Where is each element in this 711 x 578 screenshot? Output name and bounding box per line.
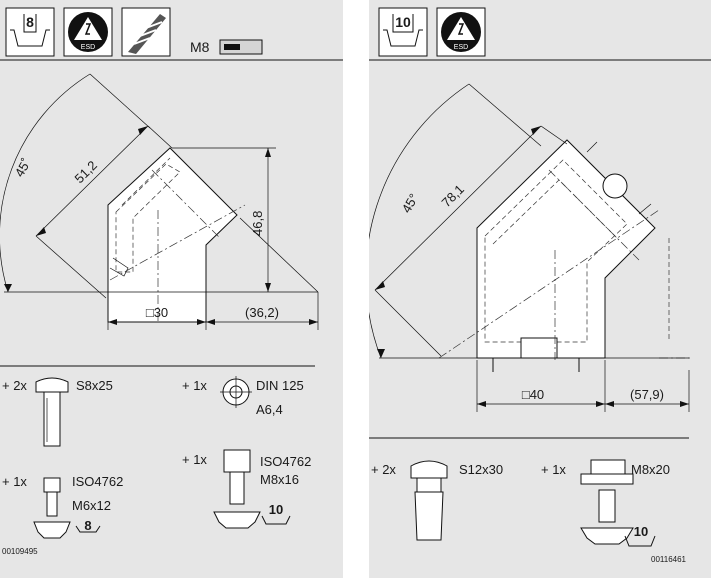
screw-icon xyxy=(35,377,69,393)
left-product-sheet: 8 ESD M8 45˚ xyxy=(0,0,343,578)
thread-size-label: M8 xyxy=(190,39,210,55)
part-washer-din125: + 1x DIN 125 A6,4 xyxy=(182,376,304,417)
part-screw-s12x30: + 2x S12x30 xyxy=(371,460,503,541)
bolt-icon xyxy=(43,477,61,493)
length-label: 78,1 xyxy=(439,182,468,211)
angle-bracket-drawing: 45° 78,1 □40 (57,9) xyxy=(369,83,693,412)
left-drawing-canvas: 8 ESD M8 45˚ xyxy=(0,7,343,556)
bolt-size: M6x12 xyxy=(72,498,111,513)
t-nut-icon xyxy=(33,521,71,539)
angle-bracket-drawing: 45˚ 51,2 46,8 □30 (36,2) xyxy=(0,73,319,330)
length-dimension-line xyxy=(374,125,542,291)
width-label: □30 xyxy=(146,305,168,320)
bolt-name: M8x20 xyxy=(631,462,670,477)
length-dimension-line xyxy=(35,125,149,237)
bolt2-qty: + 1x xyxy=(182,452,207,467)
esd-icon: ESD xyxy=(63,7,113,57)
angle-arc xyxy=(0,73,91,293)
sheet-gap xyxy=(343,0,369,578)
slot-size-label: 8 xyxy=(26,14,34,30)
t-nut2-icon xyxy=(213,511,261,529)
bolt-standard: ISO4762 xyxy=(72,474,123,489)
article-number: 00116461 xyxy=(651,555,687,564)
offset-label: (57,9) xyxy=(630,387,664,402)
angle-arc xyxy=(369,83,470,359)
slot-size-10-icon: 10 xyxy=(378,7,428,57)
width-label: □40 xyxy=(522,387,544,402)
bolt-qty: + 1x xyxy=(541,462,566,477)
right-product-sheet: 10 ESD 45° 78,1 xyxy=(369,0,711,578)
angle-label: 45° xyxy=(399,191,422,216)
washer-qty: + 1x xyxy=(182,378,207,393)
part-screw-s8x25: + 2x S8x25 xyxy=(2,377,113,447)
article-number: 00109495 xyxy=(2,547,38,556)
screw-qty: + 2x xyxy=(371,462,396,477)
offset-label: (36,2) xyxy=(245,305,279,320)
height-label: 46,8 xyxy=(250,211,265,236)
bracket-pocket xyxy=(484,159,628,343)
angle-label: 45˚ xyxy=(12,156,34,180)
bolt2-slot-label: 10 xyxy=(269,502,283,517)
thread-bar-icon xyxy=(219,39,263,55)
bracket-body xyxy=(107,147,238,323)
screw-icon xyxy=(410,460,448,479)
length-label: 51,2 xyxy=(72,158,101,187)
slot-size-label: 10 xyxy=(395,14,411,30)
screw-qty: + 2x xyxy=(2,378,27,393)
bolt-icon xyxy=(590,459,626,475)
esd-caption: ESD xyxy=(81,44,95,51)
washer-name: DIN 125 xyxy=(256,378,304,393)
part-bolt-m6x12: + 1x ISO4762 M6x12 8 xyxy=(2,474,123,539)
screw-name: S8x25 xyxy=(76,378,113,393)
bolt2-icon xyxy=(223,449,251,473)
part-bolt-m8x16: + 1x ISO4762 M8x16 10 xyxy=(182,449,311,529)
slot-size-8-icon: 8 xyxy=(5,7,55,57)
bracket-body xyxy=(476,139,656,359)
bolt-slot-label: 8 xyxy=(84,518,91,533)
t-nut-icon xyxy=(580,527,634,545)
esd-caption: ESD xyxy=(454,44,468,51)
part-bolt-m8x20: + 1x M8x20 10 xyxy=(541,459,670,547)
bolt-qty: + 1x xyxy=(2,474,27,489)
drill-bit-icon xyxy=(121,7,171,57)
bolt2-size: M8x16 xyxy=(260,472,299,487)
right-drawing-canvas: 10 ESD 45° 78,1 xyxy=(369,7,711,564)
bolt-slot-label: 10 xyxy=(634,524,648,539)
esd-icon: ESD xyxy=(436,7,486,57)
screw-name: S12x30 xyxy=(459,462,503,477)
bolt2-standard: ISO4762 xyxy=(260,454,311,469)
washer-size: A6,4 xyxy=(256,402,283,417)
